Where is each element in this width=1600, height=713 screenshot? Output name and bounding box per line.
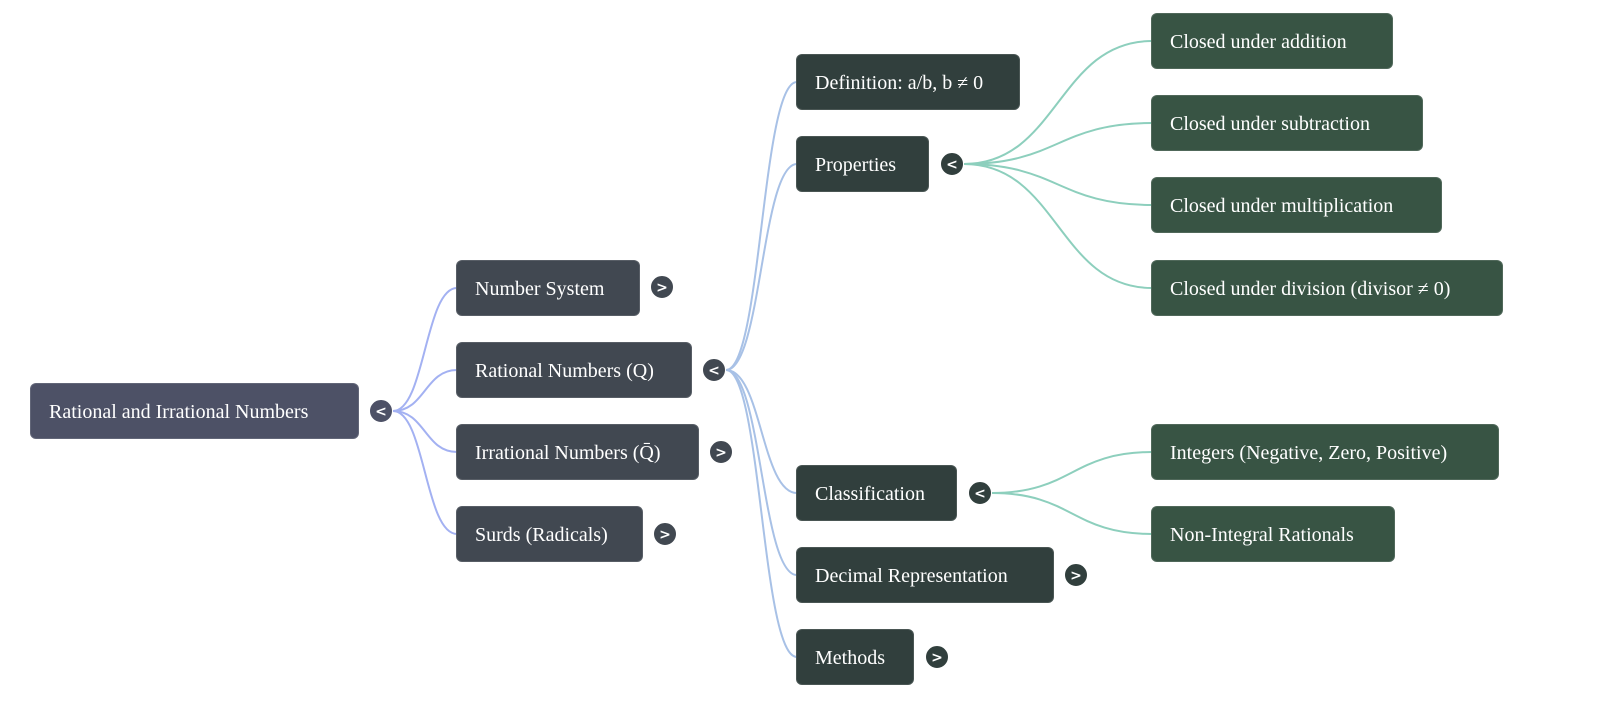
node-closed-subtraction[interactable]: Closed under subtraction [1151,95,1423,151]
node-label: Classification [815,483,925,505]
node-closed-addition[interactable]: Closed under addition [1151,13,1393,69]
node-label: Closed under subtraction [1170,113,1370,135]
node-number-system[interactable]: Number System [456,260,640,316]
node-label: Decimal Representation [815,565,1008,587]
node-label: Irrational Numbers (Q̄) [475,442,661,464]
properties-collapse-toggle[interactable]: < [940,152,964,176]
connector-root-to-level1-2 [392,410,458,453]
root-node[interactable]: Rational and Irrational Numbers [30,383,359,439]
connector-rational-to-child-1 [725,163,798,371]
connector-rational-to-child-2 [725,369,798,494]
node-label: Surds (Radicals) [475,524,608,546]
classification-collapse-toggle[interactable]: < [968,481,992,505]
methods-expand-toggle[interactable]: > [925,645,949,669]
node-methods[interactable]: Methods [796,629,914,685]
node-label: Rational Numbers (Q) [475,360,654,382]
irrational-numbers-expand-toggle[interactable]: > [709,440,733,464]
node-classification[interactable]: Classification [796,465,957,521]
decimal-representation-expand-toggle[interactable]: > [1064,563,1088,587]
connector-properties-to-child-3 [963,163,1153,289]
node-properties[interactable]: Properties [796,136,929,192]
connector-classification-to-child-0 [991,451,1153,494]
rational-numbers-collapse-toggle[interactable]: < [702,358,726,382]
node-decimal-representation[interactable]: Decimal Representation [796,547,1054,603]
surds-expand-toggle[interactable]: > [653,522,677,546]
node-closed-division[interactable]: Closed under division (divisor ≠ 0) [1151,260,1503,316]
node-label: Closed under division (divisor ≠ 0) [1170,278,1451,300]
connector-rational-to-child-0 [725,81,798,371]
connector-classification-to-child-1 [991,492,1153,535]
node-rational-numbers[interactable]: Rational Numbers (Q) [456,342,692,398]
node-surds[interactable]: Surds (Radicals) [456,506,643,562]
node-closed-multiplication[interactable]: Closed under multiplication [1151,177,1442,233]
root-node-label: Rational and Irrational Numbers [49,401,309,423]
connector-rational-to-child-3 [725,369,798,576]
node-label: Methods [815,647,885,669]
node-label: Closed under multiplication [1170,195,1394,217]
node-label: Non-Integral Rationals [1170,524,1354,546]
connector-root-to-level1-0 [392,287,458,412]
node-irrational-numbers[interactable]: Irrational Numbers (Q̄) [456,424,699,480]
node-label: Properties [815,154,897,176]
node-integers[interactable]: Integers (Negative, Zero, Positive) [1151,424,1499,480]
node-non-integral-rationals[interactable]: Non-Integral Rationals [1151,506,1395,562]
node-label: Closed under addition [1170,31,1347,53]
connector-root-to-level1-1 [392,369,458,412]
number-system-expand-toggle[interactable]: > [650,275,674,299]
node-label: Definition: a/b, b ≠ 0 [815,72,984,94]
node-definition[interactable]: Definition: a/b, b ≠ 0 [796,54,1020,110]
connector-rational-to-child-4 [725,369,798,658]
connector-root-to-level1-3 [392,410,458,535]
connector-properties-to-child-1 [963,122,1153,165]
connector-properties-to-child-2 [963,163,1153,206]
root-collapse-toggle[interactable]: < [369,399,393,423]
node-label: Number System [475,278,605,300]
node-label: Integers (Negative, Zero, Positive) [1170,442,1448,464]
